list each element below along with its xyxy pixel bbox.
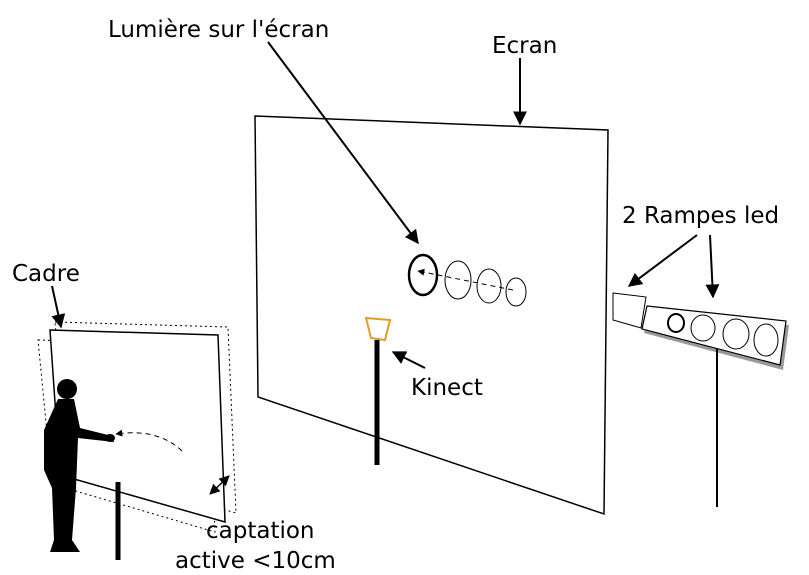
led-lamp-4 bbox=[753, 323, 779, 357]
label-frame: Cadre bbox=[12, 261, 80, 287]
light-spot-current bbox=[407, 253, 439, 297]
light-trajectory bbox=[407, 253, 527, 307]
arrow-kinect-callout bbox=[391, 351, 426, 369]
arrow-capture-range bbox=[209, 475, 230, 495]
arrow-frame-callout bbox=[51, 285, 66, 329]
light-spot-trail-3 bbox=[505, 277, 527, 307]
arrow-light-callout bbox=[267, 41, 419, 245]
led-lamp-2 bbox=[690, 314, 716, 342]
arrow-led-callout-1 bbox=[627, 234, 698, 287]
label-capture-line1: captation bbox=[206, 518, 315, 544]
label-led-ramps: 2 Rampes led bbox=[622, 203, 779, 229]
label-light-on-screen: Lumière sur l'écran bbox=[108, 17, 329, 43]
label-capture-line2: active <10cm bbox=[175, 548, 336, 574]
led-lamp-1 bbox=[667, 313, 685, 333]
label-kinect: Kinect bbox=[411, 375, 483, 401]
screen-surface bbox=[254, 115, 609, 516]
label-screen: Ecran bbox=[492, 33, 557, 59]
gesture-dashed-arrow bbox=[115, 429, 183, 452]
trajectory-dashed-arrow bbox=[417, 268, 514, 291]
light-spot-trail-1 bbox=[444, 260, 472, 300]
light-spot-trail-2 bbox=[476, 268, 502, 304]
led-lamp-3 bbox=[722, 318, 750, 350]
kinect-box bbox=[364, 316, 392, 342]
capture-zone-front bbox=[37, 339, 216, 533]
arrow-led-callout-2 bbox=[705, 234, 720, 299]
kinect-sensor bbox=[364, 316, 392, 465]
led-ramp-small bbox=[612, 292, 647, 329]
led-ramp-panel bbox=[641, 305, 789, 507]
person-silhouette bbox=[44, 379, 115, 552]
